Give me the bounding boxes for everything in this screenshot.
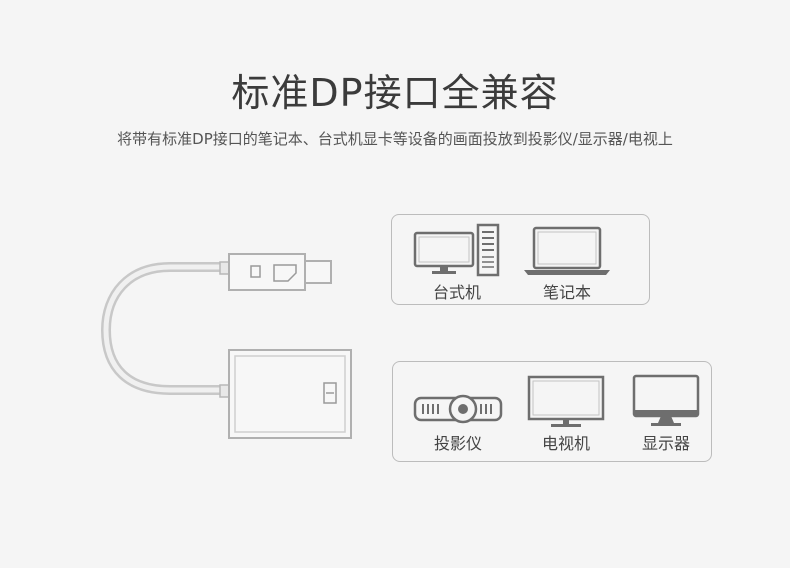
display-devices-box: 投影仪 电视机 显示器	[392, 361, 712, 462]
device-tv: 电视机	[521, 374, 611, 454]
page-subtitle: 将带有标准DP接口的笔记本、台式机显卡等设备的画面投放到投影仪/显示器/电视上	[117, 130, 673, 148]
laptop-icon	[524, 226, 610, 275]
device-label-laptop: 笔记本	[542, 283, 591, 302]
projector-icon	[413, 394, 503, 424]
source-devices-box: 台式机 笔记本	[391, 214, 650, 305]
adapter-box	[219, 349, 352, 439]
monitor-icon	[632, 374, 700, 426]
device-label-projector: 投影仪	[433, 434, 482, 453]
device-projector: 投影仪	[411, 374, 505, 454]
device-monitor: 显示器	[621, 374, 711, 454]
device-label-tv: 电视机	[541, 434, 590, 453]
device-laptop: 笔记本	[522, 223, 612, 303]
tv-icon	[527, 375, 605, 427]
page-title: 标准DP接口全兼容	[231, 71, 559, 115]
desktop-pc-icon	[413, 223, 500, 277]
device-label-desktop: 台式机	[432, 283, 481, 302]
dp-adapter-illustration	[100, 253, 352, 439]
device-desktop: 台式机	[412, 223, 502, 303]
device-label-monitor: 显示器	[641, 434, 690, 453]
dp-plug	[219, 253, 332, 291]
